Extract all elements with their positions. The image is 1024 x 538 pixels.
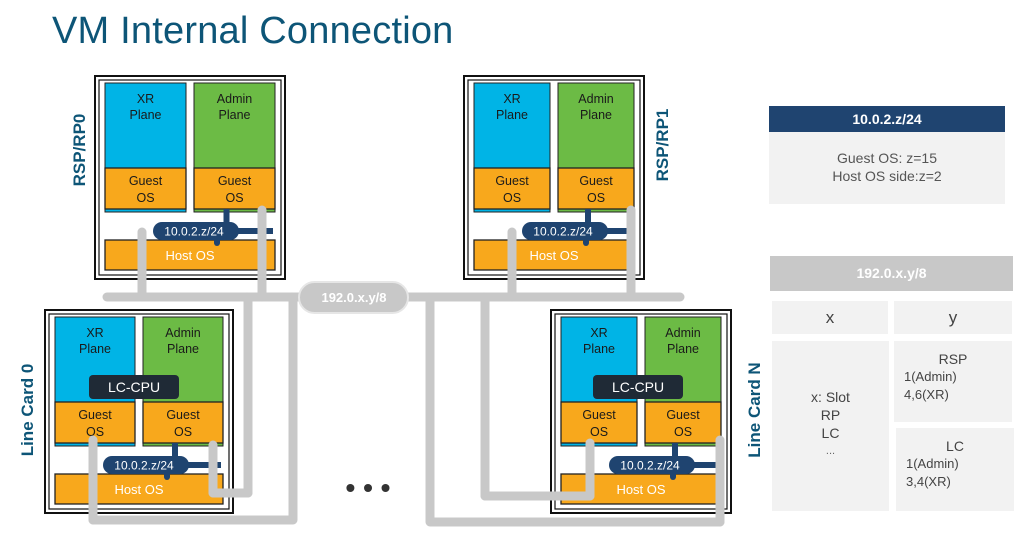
guest-os-label: OS [590,425,608,439]
xr-plane-label: XR [86,326,103,340]
lc-cpu-label: LC-CPU [108,379,160,395]
admin-plane-label: Admin [165,326,200,340]
table2-x-cell: x: Slot RP LC ... [772,341,889,511]
host-os [473,239,635,271]
guest-os-label: OS [503,191,521,205]
subnet-pill-label: 10.0.2.z/24 [620,459,680,473]
lc-cpu-badge [89,375,179,399]
admin-plane-label: Admin [665,326,700,340]
admin-plane-label: Admin [217,92,252,106]
table1-body: Guest OS: z=15 Host OS side:z=2 [769,132,1005,204]
x-line: LC [821,425,840,441]
host-os-label: Host OS [114,482,163,497]
table2-header: 192.0.x.y/8 [770,256,1013,291]
host-os-label: Host OS [529,248,578,263]
guest-os-label: Guest [666,408,700,422]
admin-plane-label: Plane [667,342,699,356]
xr-plane-label: Plane [79,342,111,356]
x-line: x: Slot [811,389,850,405]
cards: • • •XRPlaneAdminPlaneGuestOSGuestOSHost… [18,75,764,514]
subnet-pill-label: 10.0.2.z/24 [114,459,174,473]
guest-os-label: Guest [166,408,200,422]
guest-os-label: OS [136,191,154,205]
table2-col-y: y [894,301,1012,334]
page-title: VM Internal Connection [52,10,454,52]
host-os [104,239,276,271]
host-os-label: Host OS [616,482,665,497]
subnet-pill [103,456,189,474]
bus-label-pill: 192.0.x.y/8 [298,281,409,314]
xr-guest-os [104,167,187,210]
subnet-pill [609,456,695,474]
bus-overlay: 192.0.x.y/8 [88,205,725,527]
lc-line: 1(Admin) [906,456,959,471]
xr-plane-label: Plane [130,108,162,122]
subnet-pill-label: 10.0.2.z/24 [164,225,224,239]
xr-plane-label: XR [590,326,607,340]
table1-line: Host OS side:z=2 [832,168,942,184]
card-inner-border [48,313,230,510]
rsp-line: 1(Admin) [904,369,957,384]
guest-os-label: OS [225,191,243,205]
card-side-label: Line Card 0 [18,364,37,457]
bus-label: 192.0.x.y/8 [321,290,386,305]
xr-plane-label: Plane [583,342,615,356]
guest-os-label: OS [587,191,605,205]
table2-col-x: x [772,301,888,334]
guest-os-label: Guest [582,408,616,422]
x-line: ... [825,445,836,457]
guest-os-label: Guest [579,174,613,188]
subnet-pill [522,222,608,240]
card-inner-border [467,79,641,276]
bus-pill-shape [298,281,409,314]
xr-guest-os [560,401,638,444]
lc-line: 3,4(XR) [906,474,951,489]
lc-cpu-badge [593,375,683,399]
xr-plane-label: XR [137,92,154,106]
admin-plane-label: Plane [167,342,199,356]
card-inner-border [554,313,728,510]
guest-os-label: OS [86,425,104,439]
subnet-pill-label: 10.0.2.z/24 [533,225,593,239]
admin-plane-label: Plane [219,108,251,122]
card-side-label: RSP/RP1 [653,109,672,182]
xr-plane-label: XR [503,92,520,106]
guest-os-label: Guest [495,174,529,188]
admin-plane-label: Admin [578,92,613,106]
ellipsis: • • • [346,472,391,503]
host-os [54,473,224,505]
rsp-line: 4,6(XR) [904,387,949,402]
xr-guest-os [473,167,551,210]
admin-guest-os [644,401,722,444]
lc-cpu-label: LC-CPU [612,379,664,395]
rsp-title: RSP [938,351,968,367]
x-line: RP [820,407,841,423]
subnet-pill [153,222,239,240]
guest-os-label: OS [174,425,192,439]
table2-rsp-cell: RSP 1(Admin) 4,6(XR) [894,341,1012,422]
admin-guest-os [557,167,635,210]
admin-guest-os [142,401,224,444]
guest-os-label: Guest [78,408,112,422]
guest-os-label: OS [674,425,692,439]
xr-plane-label: Plane [496,108,528,122]
admin-guest-os [193,167,276,210]
card-side-label: RSP/RP0 [70,114,89,187]
lc-title: LC [946,438,964,454]
host-os-label: Host OS [165,248,214,263]
table2-lc-cell: LC 1(Admin) 3,4(XR) [896,428,1014,511]
card-side-label: Line Card N [745,362,764,457]
guest-os-label: Guest [218,174,252,188]
table1-line: Guest OS: z=15 [837,150,937,166]
guest-os-label: Guest [129,174,163,188]
table1-header: 10.0.2.z/24 [769,106,1005,132]
card-inner-border [98,79,282,276]
admin-plane-label: Plane [580,108,612,122]
